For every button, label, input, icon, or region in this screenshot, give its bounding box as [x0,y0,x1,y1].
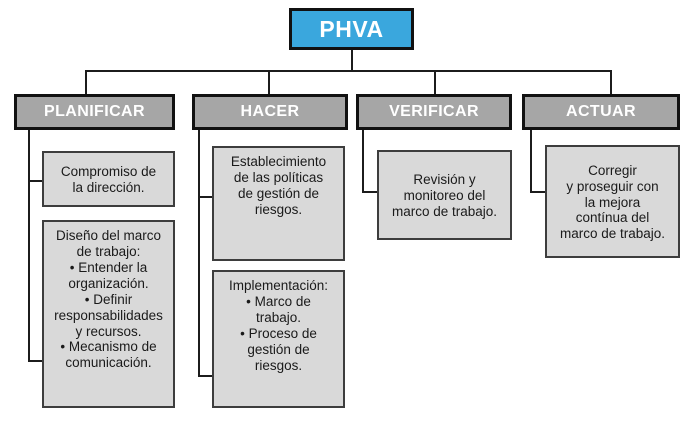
connector-spine-hacer [198,130,200,377]
root-node-phva[interactable]: PHVA [289,8,414,50]
category-header-label: ACTUAR [566,103,636,120]
connector-drop-hacer [268,70,270,95]
item-box-text: Revisión y monitoreo del marco de trabaj… [391,172,498,219]
item-box-text: Implementación: • Marco de trabajo. • Pr… [228,278,329,373]
connector-stub-planificar-2 [28,360,44,362]
item-box-planificar-1[interactable]: Compromiso de la dirección. [42,151,175,207]
item-box-actuar-1[interactable]: Corregir y proseguir con la mejora contí… [545,145,680,258]
item-box-text: Corregir y proseguir con la mejora contí… [559,162,666,242]
category-header-label: HACER [240,103,300,120]
category-header-planificar[interactable]: PLANIFICAR [14,94,175,130]
connector-spine-verificar [362,130,364,193]
connector-stub-hacer-1 [198,196,214,198]
item-box-text: Diseño del marco de trabajo: • Entender … [54,228,163,371]
category-header-label: VERIFICAR [389,103,479,120]
connector-stub-hacer-2 [198,375,214,377]
item-box-planificar-2[interactable]: Diseño del marco de trabajo: • Entender … [42,220,175,408]
connector-stub-planificar-1 [28,180,44,182]
connector-stub-verificar-1 [362,191,378,193]
category-header-actuar[interactable]: ACTUAR [522,94,680,130]
connector-drop-planificar [85,70,87,95]
category-header-verificar[interactable]: VERIFICAR [356,94,512,130]
category-header-hacer[interactable]: HACER [192,94,348,130]
connector-spine-planificar [28,130,30,362]
item-box-text: Establecimiento de las políticas de gest… [230,154,327,217]
item-box-hacer-2[interactable]: Implementación: • Marco de trabajo. • Pr… [212,270,345,408]
item-box-hacer-1[interactable]: Establecimiento de las políticas de gest… [212,146,345,261]
item-box-verificar-1[interactable]: Revisión y monitoreo del marco de trabaj… [377,150,512,240]
connector-spine-actuar [530,130,532,193]
connector-drop-verificar [434,70,436,95]
connector-root-stem [351,50,353,71]
connector-horizontal-bus [85,70,612,72]
connector-drop-actuar [610,70,612,95]
root-node-label: PHVA [319,15,384,42]
connector-stub-actuar-1 [530,191,546,193]
category-header-label: PLANIFICAR [44,103,145,120]
item-box-text: Compromiso de la dirección. [60,164,157,195]
